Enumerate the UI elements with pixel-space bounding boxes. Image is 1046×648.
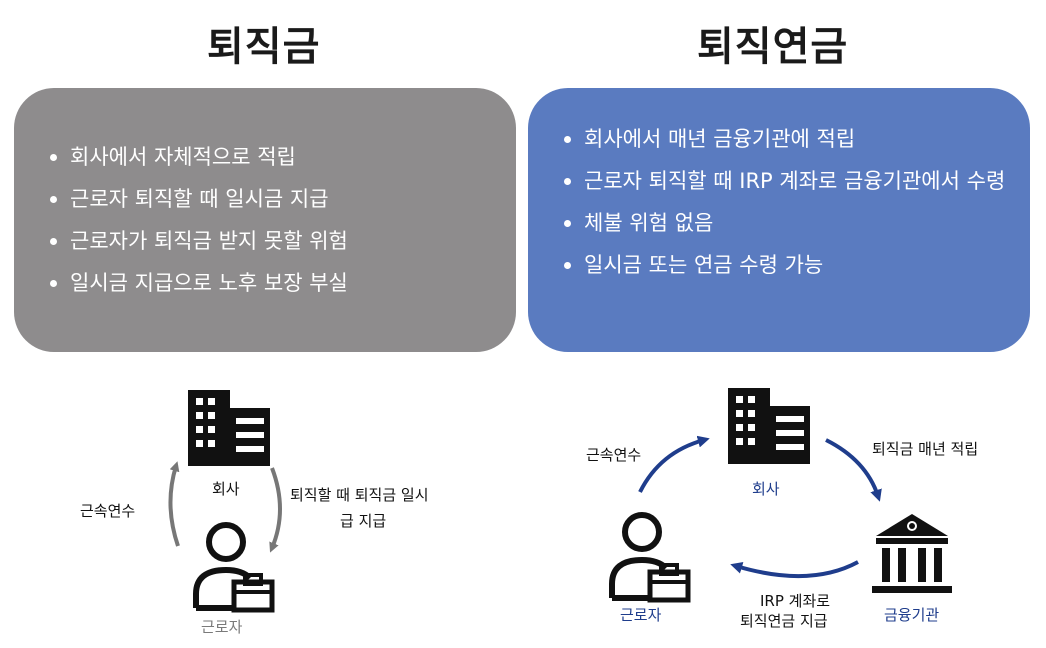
list-item: 근로자가 퇴직금 받지 못할 위험	[48, 220, 516, 262]
list-item: 일시금 또는 연금 수령 가능	[562, 244, 1030, 286]
list-item: 근로자 퇴직할 때 일시금 지급	[48, 178, 516, 220]
worker-icon	[196, 525, 272, 610]
list-item: 근로자 퇴직할 때 IRP 계좌로 금융기관에서 수령	[562, 160, 1030, 202]
severance-payment-label-line2: 급 지급	[340, 512, 387, 530]
company-building-icon	[728, 388, 810, 464]
tenure-label: 근속연수	[586, 446, 642, 464]
annual-deposit-label: 퇴직금 매년 적립	[872, 440, 979, 458]
bank-label: 금융기관	[884, 606, 940, 624]
list-item: 일시금 지급으로 노후 보장 부실	[48, 262, 516, 304]
retirement-pension-panel: 회사에서 매년 금융기관에 적립 근로자 퇴직할 때 IRP 계좌로 금융기관에…	[528, 88, 1030, 352]
arrow-worker-to-company	[638, 435, 710, 493]
list-item: 체불 위험 없음	[562, 202, 1030, 244]
severance-pay-panel: 회사에서 자체적으로 적립 근로자 퇴직할 때 일시금 지급 근로자가 퇴직금 …	[14, 88, 516, 352]
title-retirement-pension: 퇴직연금	[697, 24, 849, 70]
arrow-bank-to-worker	[730, 560, 859, 578]
worker-label: 근로자	[620, 606, 662, 624]
company-building-icon	[188, 390, 270, 466]
list-item: 회사에서 매년 금융기관에 적립	[562, 118, 1030, 160]
arrow-severance-down	[269, 467, 282, 553]
company-label: 회사	[212, 480, 240, 498]
company-label: 회사	[752, 480, 780, 498]
arrow-tenure-up	[168, 461, 180, 547]
list-item: 회사에서 자체적으로 적립	[48, 136, 516, 178]
bank-icon	[872, 514, 952, 593]
severance-payment-label-line1: 퇴직할 때 퇴직금 일시	[290, 486, 429, 504]
irp-label-line2: 퇴직연금 지급	[740, 612, 828, 630]
worker-label: 근로자	[201, 618, 243, 636]
worker-icon	[612, 515, 688, 600]
tenure-label: 근속연수	[80, 502, 136, 520]
irp-label-line1: IRP 계좌로	[760, 592, 831, 610]
severance-pay-list: 회사에서 자체적으로 적립 근로자 퇴직할 때 일시금 지급 근로자가 퇴직금 …	[48, 136, 516, 304]
arrow-company-to-bank	[825, 438, 882, 502]
retirement-pension-list: 회사에서 매년 금융기관에 적립 근로자 퇴직할 때 IRP 계좌로 금융기관에…	[562, 118, 1030, 286]
title-severance-pay: 퇴직금	[207, 24, 321, 70]
